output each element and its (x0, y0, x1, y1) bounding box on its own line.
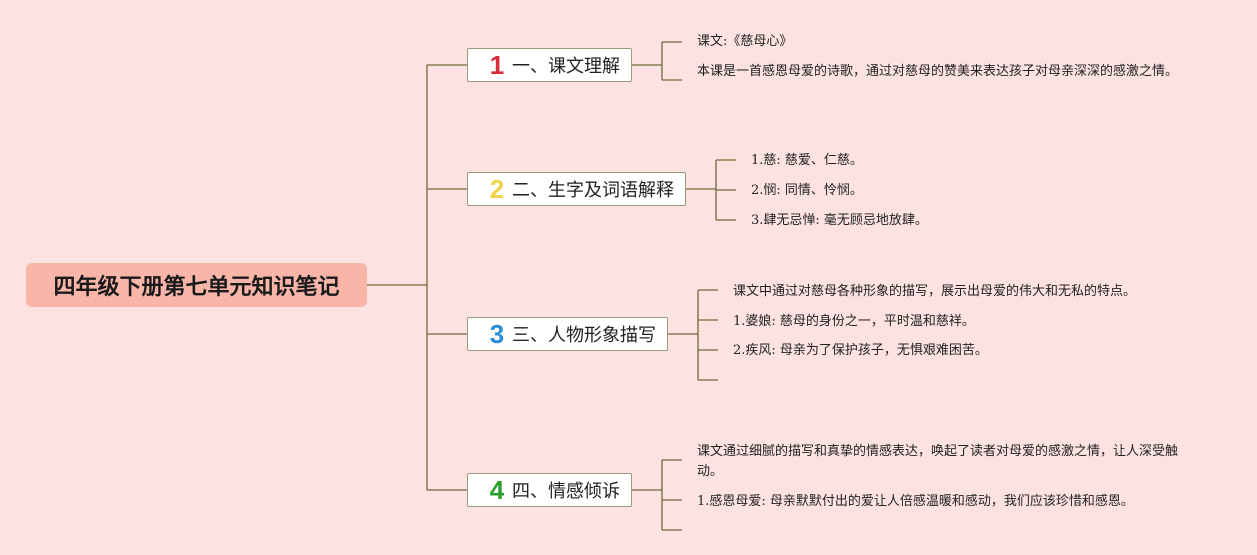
branch-1-leaf-2: 本课是一首感恩母爱的诗歌，通过对慈母的赞美来表达孩子对母亲深深的感激之情。 (697, 64, 1179, 79)
branch-2-label: 二、生字及词语解释 (512, 180, 674, 201)
root-topic[interactable]: 四年级下册第七单元知识笔记 (26, 263, 367, 307)
branch-2-leaf-3: 3.肆无忌惮: 毫无顾忌地放肆。 (751, 213, 928, 228)
number-3-icon: 3 (489, 319, 505, 349)
branch-4-label: 四、情感倾诉 (512, 481, 620, 502)
branch-3-leaf-2: 1.婆娘: 慈母的身份之一，平时温和慈祥。 (733, 314, 975, 329)
branch-2-leaf-1: 1.慈: 慈爱、仁慈。 (751, 153, 863, 168)
number-4-icon: 4 (489, 475, 505, 505)
branch-3[interactable]: 3 三、人物形象描写 (467, 317, 668, 351)
branch-4[interactable]: 4 四、情感倾诉 (467, 473, 632, 507)
number-1-icon: 1 (489, 50, 505, 80)
branch-2[interactable]: 2 二、生字及词语解释 (467, 172, 686, 206)
branch-3-leaf-3: 2.疾风: 母亲为了保护孩子，无惧艰难困苦。 (733, 343, 988, 358)
branch-4-leaf-2: 1.感恩母爱: 母亲默默付出的爱让人倍感温暖和感动，我们应该珍惜和感恩。 (697, 494, 1134, 509)
branch-2-leaf-2: 2.悯: 同情、怜悯。 (751, 183, 863, 198)
root-title: 四年级下册第七单元知识笔记 (53, 275, 340, 300)
branch-3-label: 三、人物形象描写 (512, 325, 656, 346)
branch-1[interactable]: 1 一、课文理解 (467, 48, 632, 82)
branch-3-leaf-1: 课文中通过对慈母各种形象的描写，展示出母爱的伟大和无私的特点。 (733, 284, 1137, 299)
branch-1-label: 一、课文理解 (512, 56, 620, 77)
branch-4-leaf-1: 课文通过细腻的描写和真挚的情感表达，唤起了读者对母爱的感激之情，让人深受触动。 (697, 444, 1179, 479)
number-2-icon: 2 (489, 174, 505, 204)
branch-1-leaf-1: 课文:《慈母心》 (697, 34, 793, 49)
